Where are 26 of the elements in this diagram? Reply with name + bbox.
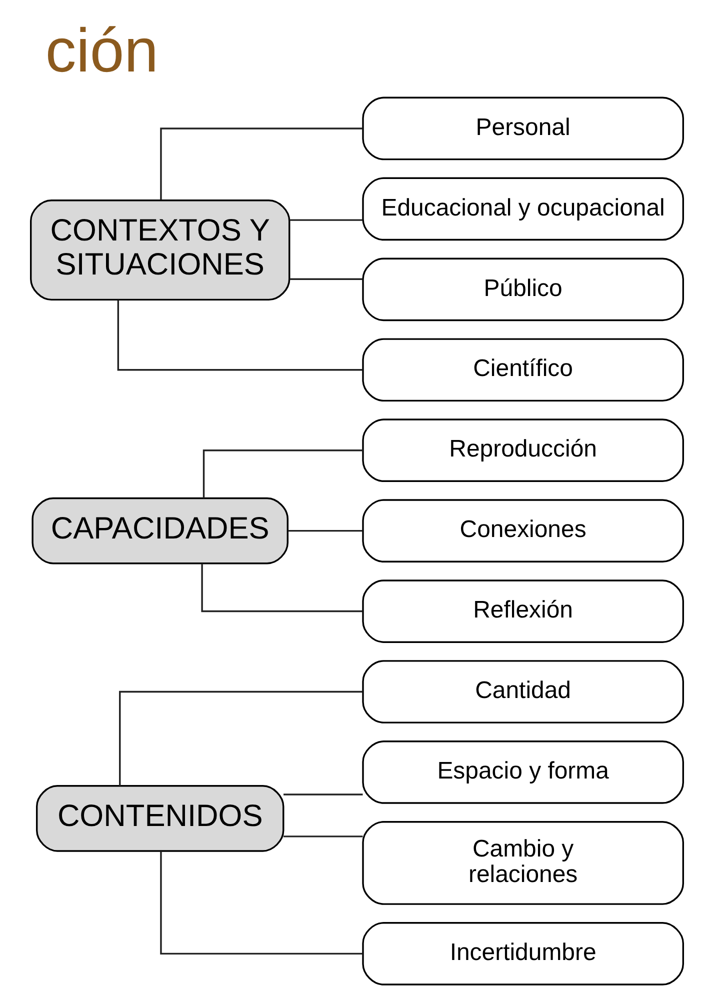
connector [200, 564, 362, 612]
node-box: Científico [362, 338, 684, 402]
connector [118, 690, 362, 786]
node-box: Cambio y relaciones [362, 821, 684, 905]
node-box: Conexiones [362, 499, 684, 562]
connector [283, 836, 362, 838]
node-box: CONTEXTOS Y SITUACIONES [30, 200, 290, 301]
node-box: Educacional y ocupacional [362, 177, 684, 241]
connector [283, 794, 362, 796]
connector [160, 128, 362, 200]
node-box: Incertidumbre [362, 922, 684, 986]
connector [202, 450, 362, 498]
node-box: CONTENIDOS [35, 785, 284, 852]
node-box: Espacio y forma [362, 740, 684, 804]
connector [116, 300, 362, 371]
node-box: CAPACIDADES [31, 497, 288, 564]
diagram-title: ción [44, 16, 158, 86]
node-box: Personal [362, 96, 684, 160]
node-box: Cantidad [362, 660, 684, 724]
connector [289, 219, 362, 221]
connector [289, 278, 362, 280]
connector [288, 530, 362, 532]
node-box: Público [362, 258, 684, 322]
connector [160, 851, 362, 955]
node-box: Reproducción [362, 418, 684, 482]
node-box: Reflexión [362, 580, 684, 643]
